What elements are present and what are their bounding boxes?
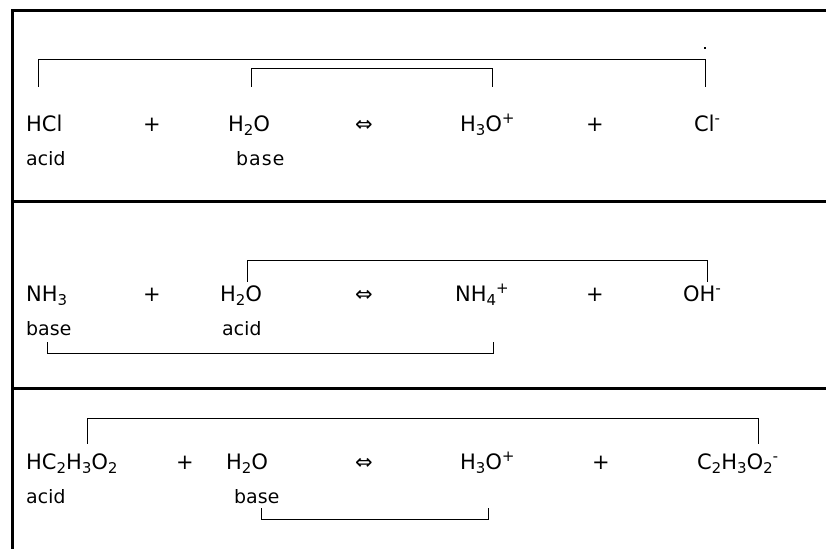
- formula-ammonia: NH3: [26, 282, 68, 309]
- conjugate-bracket-inner: [251, 68, 493, 87]
- plus-sign: +: [143, 282, 161, 306]
- role-label-base: base: [26, 318, 72, 340]
- formula-hydronium: H3O+: [460, 109, 515, 139]
- formula-water: H2O: [228, 112, 270, 139]
- role-label-base: base: [234, 486, 280, 508]
- formula-hydronium: H3O+: [460, 447, 515, 477]
- row-divider-1: [11, 200, 826, 203]
- formula-water: H2O: [226, 450, 268, 477]
- equilibrium-arrow: ⇔: [355, 112, 373, 136]
- role-label-base: base: [236, 148, 286, 170]
- row-divider-2: [11, 387, 826, 390]
- role-label-acid: acid: [222, 318, 262, 340]
- frame-left-border: [11, 9, 14, 549]
- conjugate-bracket-bottom: [47, 342, 494, 354]
- formula-acetate: C2H3O2-: [697, 447, 779, 477]
- conjugate-bracket-bottom: [261, 508, 489, 520]
- stray-dot: [704, 47, 706, 49]
- equilibrium-arrow: ⇔: [355, 282, 373, 306]
- plus-sign: +: [143, 112, 161, 136]
- formula-chloride: Cl-: [694, 109, 720, 137]
- formula-acetic-acid: HC2H3O2: [26, 450, 118, 477]
- plus-sign: +: [592, 450, 610, 474]
- plus-sign: +: [176, 450, 194, 474]
- frame-top-border: [11, 9, 826, 12]
- role-label-acid: acid: [26, 486, 66, 508]
- equilibrium-arrow: ⇔: [355, 450, 373, 474]
- conjugate-bracket-top: [247, 260, 708, 282]
- formula-hcl: HCl: [26, 112, 63, 136]
- conjugate-bracket-top: [87, 418, 759, 444]
- plus-sign: +: [586, 282, 604, 306]
- conjugate-bracket-outer: [38, 59, 706, 87]
- formula-water: H2O: [220, 282, 262, 309]
- formula-ammonium: NH4+: [455, 279, 509, 309]
- role-label-acid: acid: [26, 148, 66, 170]
- formula-hydroxide: OH-: [683, 279, 721, 307]
- plus-sign: +: [586, 112, 604, 136]
